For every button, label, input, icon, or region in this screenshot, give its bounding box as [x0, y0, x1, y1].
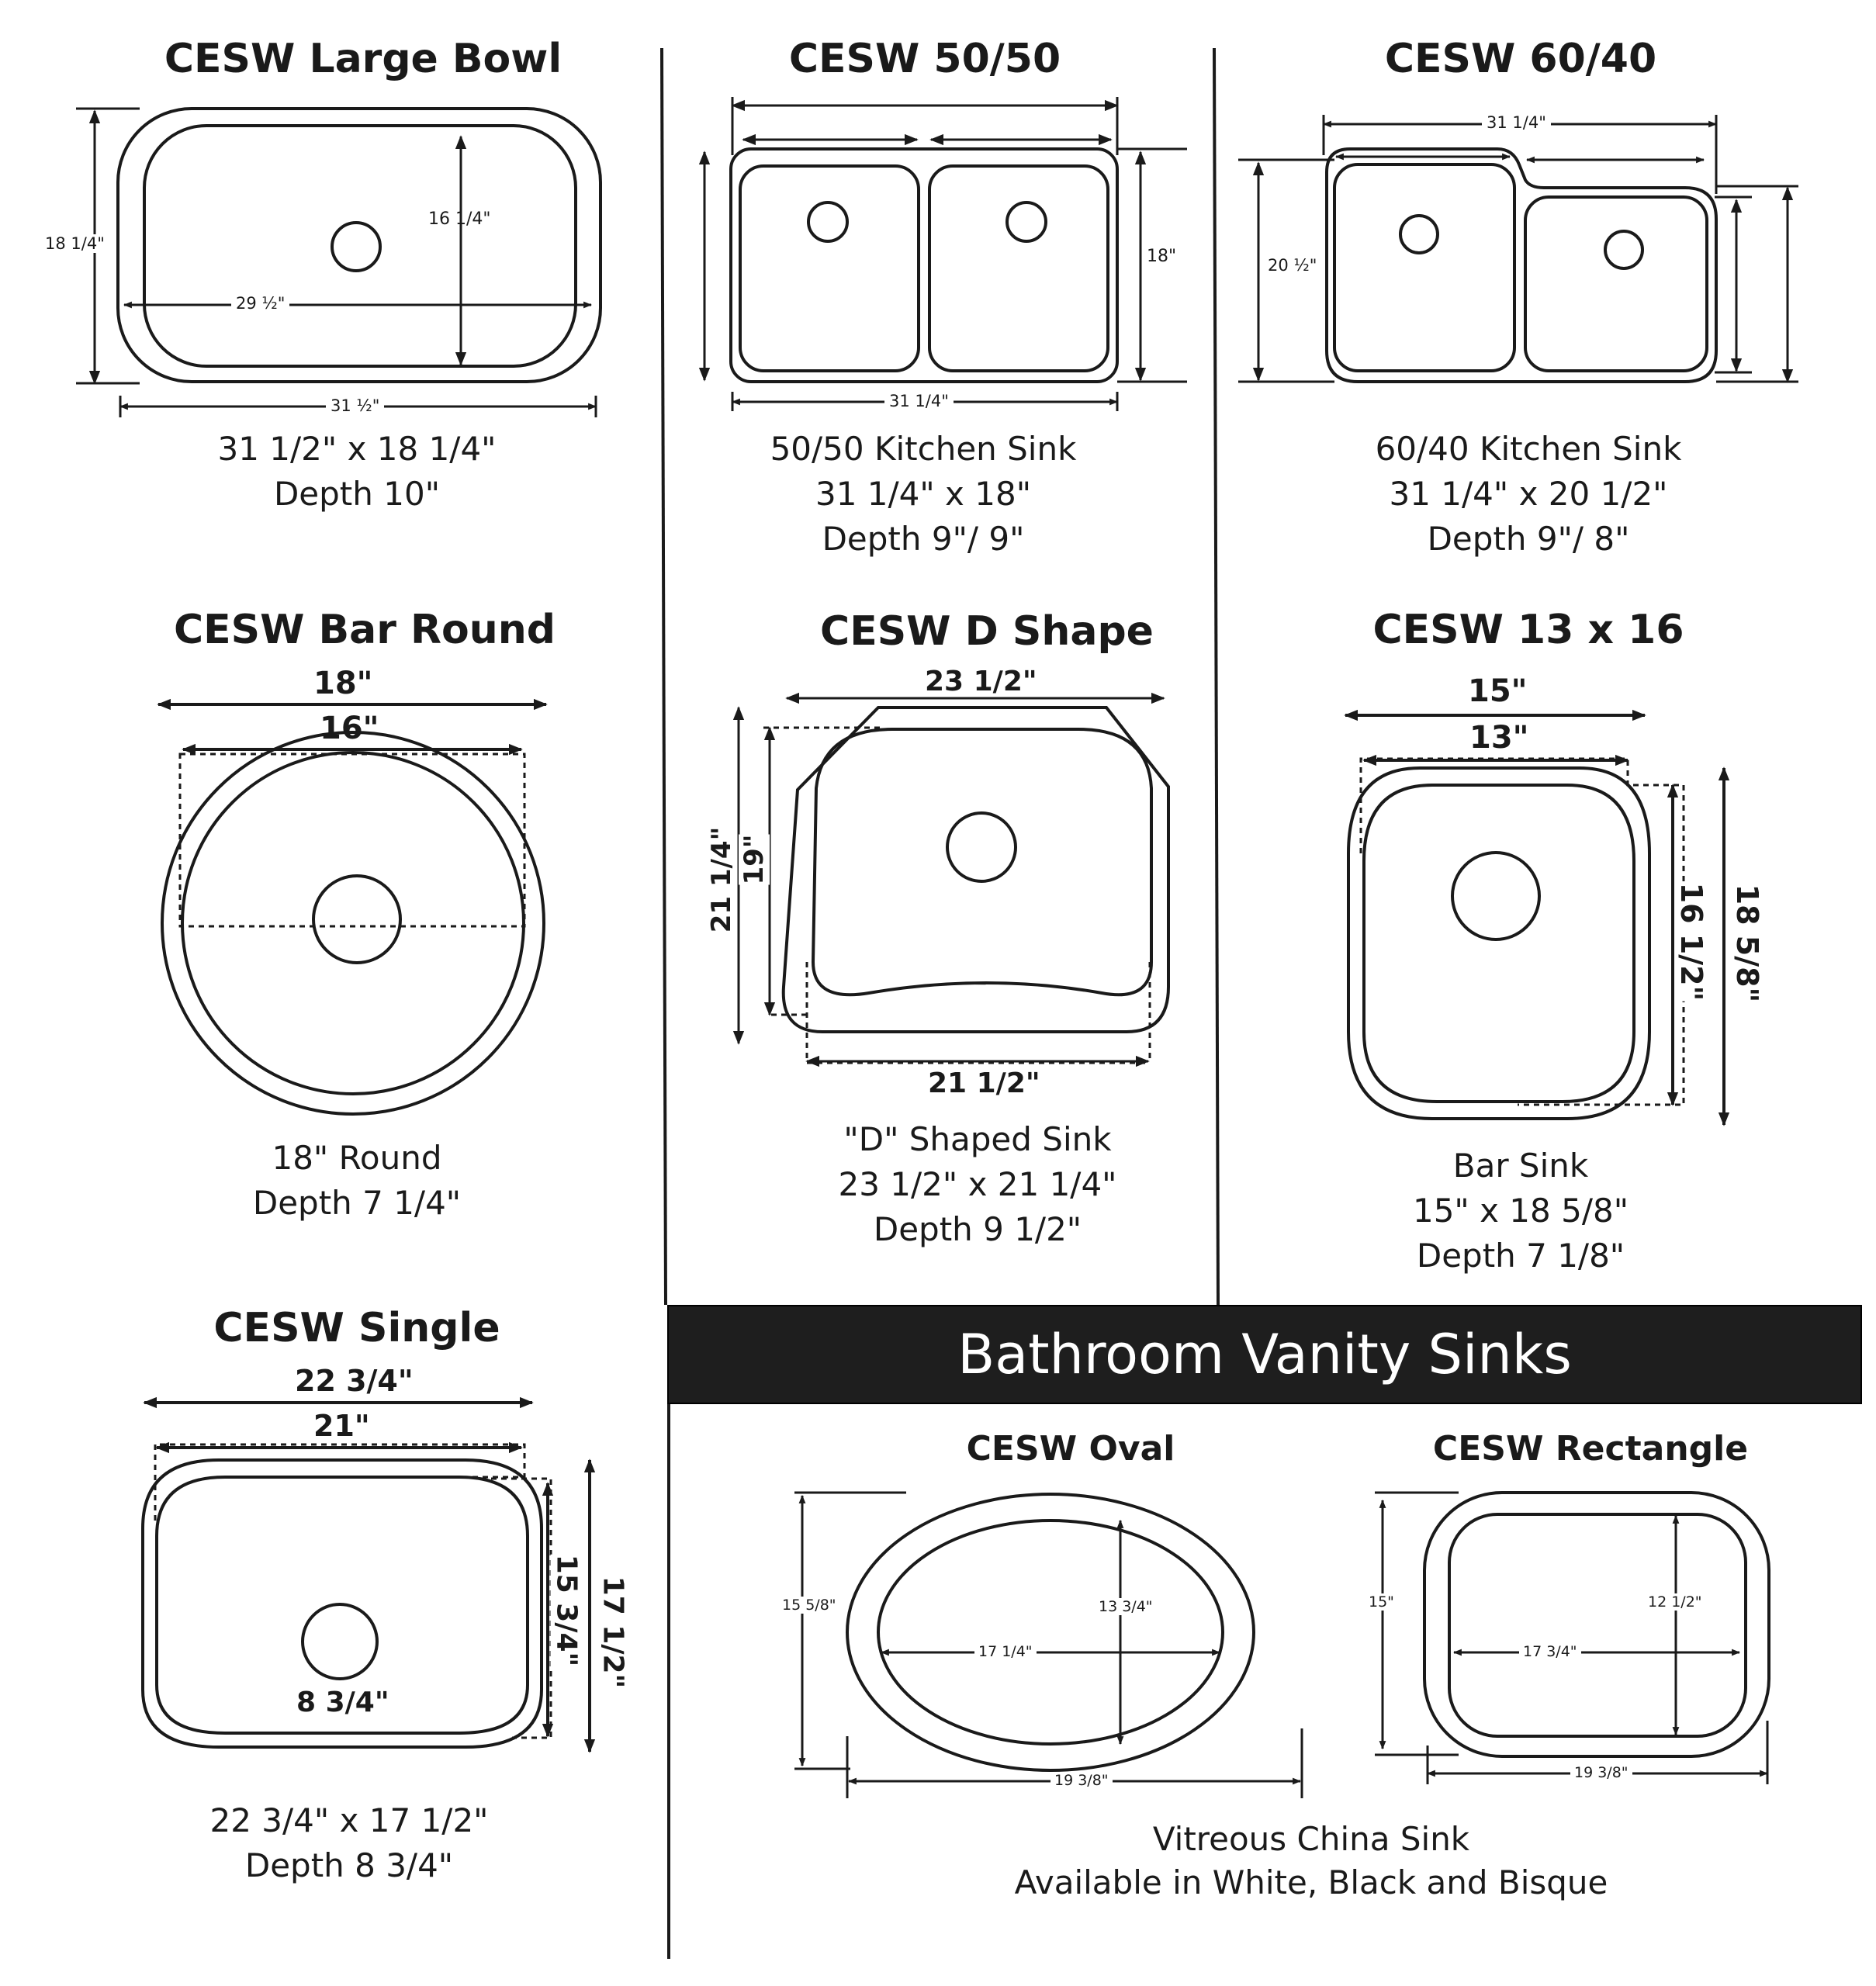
single-caption-depth: Depth 8 3/4"	[244, 1846, 454, 1884]
thirteen-sixteen-inner-width: 13"	[1469, 720, 1529, 756]
sixty-forty-caption-name: 60/40 Kitchen Sink	[1375, 430, 1682, 468]
d-shape-top-width: 23 1/2"	[925, 666, 1037, 697]
sixty-forty-caption-depth: Depth 9"/ 8"	[1427, 520, 1630, 558]
large-bowl-caption-size: 31 1/2" x 18 1/4"	[217, 430, 497, 468]
vanity-caption-material: Vitreous China Sink	[1152, 1820, 1470, 1858]
thirteen-sixteen-caption-depth: Depth 7 1/8"	[1416, 1237, 1625, 1275]
thirteen-sixteen-caption-name: Bar Sink	[1452, 1147, 1589, 1185]
single-drawing	[141, 1396, 596, 1753]
column-dividers	[660, 47, 1859, 1959]
thirteen-sixteen-title: CESW 13 x 16	[1372, 607, 1684, 653]
fifty-fifty-width: 31 1/4"	[884, 392, 954, 410]
rectangle-outer-height: 15"	[1369, 1593, 1394, 1611]
oval-outer-width: 19 3/8"	[1050, 1772, 1113, 1789]
thirteen-sixteen-inner-height: 16 1/2"	[1674, 882, 1708, 1002]
d-shape-outer-height: 21 1/4"	[706, 826, 737, 933]
bar-round-caption-depth: Depth 7 1/4"	[252, 1184, 462, 1222]
single-caption-size: 22 3/4" x 17 1/2"	[209, 1801, 489, 1839]
d-shape-drawing	[732, 692, 1170, 1067]
large-bowl-bowl-height: 16 1/4"	[428, 209, 491, 229]
oval-inner-width: 17 1/4"	[974, 1643, 1037, 1660]
sixty-forty-drawing	[1238, 115, 1798, 383]
fifty-fifty-height: 18"	[1147, 247, 1177, 266]
sixty-forty-caption-size: 31 1/4" x 20 1/2"	[1389, 475, 1668, 513]
rectangle-inner-height: 12 1/2"	[1648, 1593, 1702, 1611]
single-inner-width: 21"	[313, 1409, 370, 1443]
large-bowl-overall-width: 31 ½"	[326, 396, 385, 415]
single-outer-height: 17 1/2"	[597, 1576, 629, 1689]
thirteen-sixteen-caption-size: 15" x 18 5/8"	[1412, 1192, 1629, 1230]
d-shape-title: CESW D Shape	[820, 608, 1154, 655]
large-bowl-bowl-width: 29 ½"	[231, 294, 290, 313]
oval-title: CESW Oval	[966, 1429, 1175, 1469]
fifty-fifty-caption-depth: Depth 9"/ 9"	[822, 520, 1025, 558]
single-inner-height: 15 3/4"	[550, 1554, 583, 1667]
thirteen-sixteen-drawing	[1344, 709, 1730, 1126]
d-shape-caption-name: "D" Shaped Sink	[843, 1120, 1112, 1158]
bar-round-title: CESW Bar Round	[173, 607, 556, 653]
sixty-forty-height: 20 ½"	[1268, 256, 1317, 275]
rectangle-title: CESW Rectangle	[1432, 1429, 1749, 1469]
rectangle-drawing	[1375, 1491, 1770, 1784]
sixty-forty-width: 31 1/4"	[1482, 113, 1551, 132]
single-drain-offset: 8 3/4"	[296, 1687, 389, 1718]
bar-round-outer-width: 18"	[313, 666, 373, 701]
d-shape-caption-size: 23 1/2" x 21 1/4"	[838, 1165, 1117, 1203]
sixty-forty-title: CESW 60/40	[1384, 36, 1657, 82]
fifty-fifty-caption-name: 50/50 Kitchen Sink	[770, 430, 1077, 468]
large-bowl-drawing	[76, 107, 602, 417]
single-title: CESW Single	[213, 1305, 500, 1351]
bar-round-inner-width: 16"	[320, 711, 379, 746]
d-shape-inner-height: 19"	[739, 834, 770, 885]
rectangle-outer-width: 19 3/8"	[1570, 1764, 1632, 1781]
oval-inner-height: 13 3/4"	[1099, 1598, 1153, 1615]
bar-round-drawing	[157, 698, 548, 1116]
fifty-fifty-title: CESW 50/50	[788, 36, 1061, 82]
bathroom-vanity-banner: Bathroom Vanity Sinks	[667, 1305, 1862, 1404]
large-bowl-title: CESW Large Bowl	[164, 36, 562, 82]
fifty-fifty-caption-size: 31 1/4" x 18"	[815, 475, 1032, 513]
banner-title: Bathroom Vanity Sinks	[957, 1323, 1572, 1386]
vanity-caption-colors: Available in White, Black and Bisque	[1014, 1863, 1608, 1901]
oval-outer-height: 15 5/8"	[782, 1597, 836, 1614]
oval-drawing	[794, 1491, 1303, 1798]
single-outer-width: 22 3/4"	[295, 1364, 414, 1398]
rectangle-inner-width: 17 3/4"	[1519, 1643, 1581, 1660]
bar-round-caption-name: 18" Round	[272, 1139, 442, 1177]
fifty-fifty-drawing	[698, 97, 1187, 411]
large-bowl-overall-height: 18 1/4"	[45, 234, 105, 253]
thirteen-sixteen-outer-height: 18 5/8"	[1730, 884, 1764, 1003]
d-shape-bottom-width: 21 1/2"	[928, 1067, 1040, 1099]
large-bowl-caption-depth: Depth 10"	[273, 475, 441, 513]
d-shape-caption-depth: Depth 9 1/2"	[873, 1210, 1082, 1248]
thirteen-sixteen-outer-width: 15"	[1468, 673, 1528, 709]
